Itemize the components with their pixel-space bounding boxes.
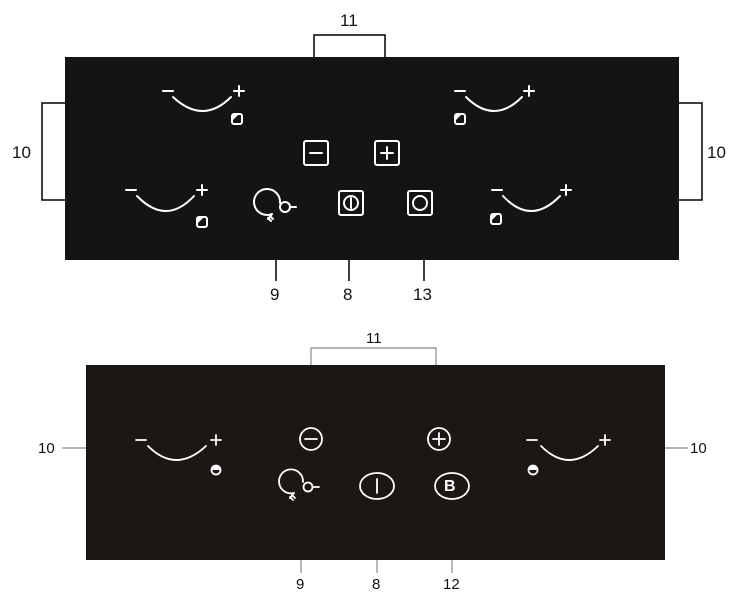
leader-10-left-top — [41, 102, 65, 201]
label-11-bottom: 11 — [366, 330, 382, 347]
label-13-top: 13 — [413, 285, 432, 304]
label-8-top: 8 — [343, 285, 353, 304]
booster-letter: B — [444, 478, 456, 495]
zone-slider-front-right — [490, 184, 572, 225]
plus-button-top[interactable] — [374, 140, 400, 166]
label-10-left-top: 10 — [12, 143, 31, 162]
power-button-top[interactable] — [338, 190, 364, 216]
key-lock-icon-top[interactable] — [253, 188, 297, 222]
label-12-bottom: 12 — [443, 576, 460, 593]
minus-button-top[interactable] — [303, 140, 329, 166]
label-9-top: 9 — [270, 285, 280, 304]
circle-button-top[interactable] — [407, 190, 433, 216]
zone-slider-right-bottom — [526, 434, 611, 476]
zone-slider-left-bottom — [135, 434, 222, 476]
minus-button-bottom[interactable] — [299, 427, 323, 451]
label-10-right-top: 10 — [707, 143, 726, 162]
leader-11-top — [313, 34, 386, 57]
key-lock-icon-bottom[interactable] — [278, 468, 320, 501]
label-10-right-bottom: 10 — [690, 440, 707, 457]
booster-button-bottom[interactable] — [434, 472, 470, 500]
zone-slider-rear-left — [162, 85, 245, 125]
control-panel-bottom — [86, 365, 665, 560]
label-9-bottom: 9 — [296, 576, 305, 593]
power-button-bottom[interactable] — [359, 472, 395, 500]
label-8-bottom: 8 — [372, 576, 381, 593]
label-11-top: 11 — [340, 11, 358, 30]
zone-slider-front-left — [125, 184, 208, 228]
label-10-left-bottom: 10 — [38, 440, 55, 457]
leader-10-right-top — [679, 102, 703, 201]
leader-11-bottom — [310, 347, 437, 365]
plus-button-bottom[interactable] — [427, 427, 451, 451]
zone-slider-rear-right — [454, 85, 535, 125]
